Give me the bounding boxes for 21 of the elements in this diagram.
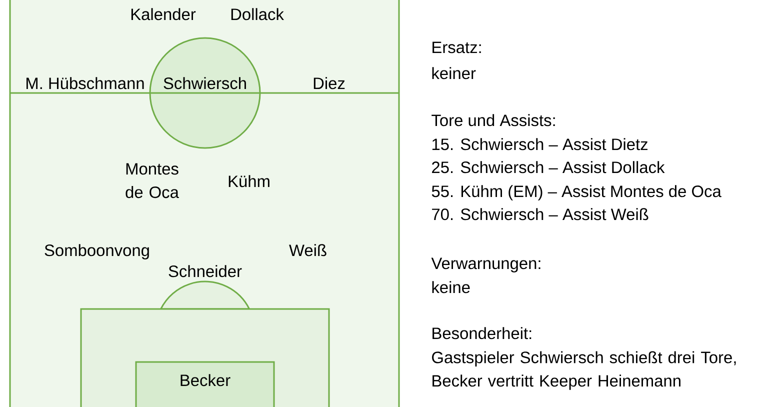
goal-entry: 55. Kühm (EM) – Assist Montes de Oca xyxy=(432,185,722,200)
player-name: Kalender xyxy=(131,8,196,20)
section-heading: Besonderheit: xyxy=(432,327,532,340)
player-name: Schneider xyxy=(168,265,242,278)
goal-entry: 25. Schwiersch – Assist Dollack xyxy=(432,161,665,174)
player-name: Montes de Oca xyxy=(126,163,179,198)
player-name: M. Hübschmann xyxy=(26,77,144,90)
goal-area: Becker xyxy=(135,361,275,407)
player-name: Diez xyxy=(314,77,345,90)
player-name: Somboonvong xyxy=(44,244,149,260)
info-text: Gastspieler Schwiersch schießt drei Tore, Becker vertritt Keeper Heinemann xyxy=(432,351,736,390)
goal-entry: 15. Schwiersch – Assist Dietz xyxy=(432,138,648,150)
section-heading: Tore und Assists: xyxy=(432,114,555,126)
section-heading: Ersatz: xyxy=(432,42,481,54)
player-name: Weiß xyxy=(289,244,326,256)
info-text: keiner xyxy=(432,67,476,80)
info-text: keine xyxy=(432,281,470,294)
section-heading: Verwarnungen: xyxy=(431,258,540,272)
player-name: Dollack xyxy=(231,8,284,20)
player-name: Kühm xyxy=(228,175,270,188)
goal-entry: 70. Schwiersch – Assist Weiß xyxy=(432,208,648,220)
